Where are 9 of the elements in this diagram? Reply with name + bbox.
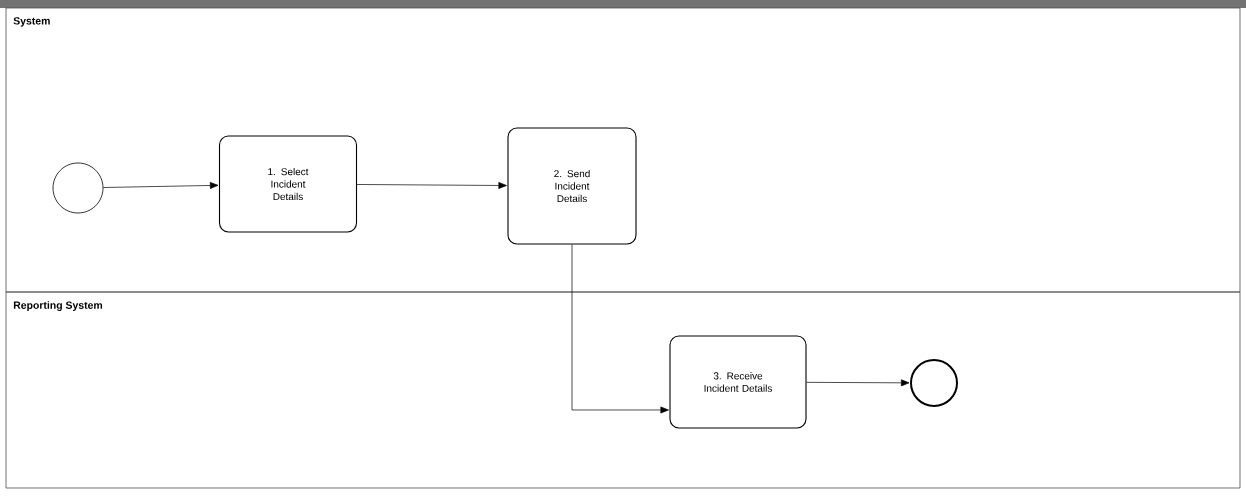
arrow bbox=[571, 244, 669, 414]
start-event-circle bbox=[52, 162, 104, 214]
arrow bbox=[356, 182, 507, 189]
arrow bbox=[806, 379, 910, 387]
end-event-circle bbox=[910, 359, 958, 407]
task-box: 3. Receive Incident Details bbox=[669, 335, 807, 429]
task-box: 2. Send Incident Details bbox=[507, 127, 637, 245]
arrow bbox=[103, 182, 219, 189]
task-box: 1. Select Incident Details bbox=[218, 135, 358, 233]
